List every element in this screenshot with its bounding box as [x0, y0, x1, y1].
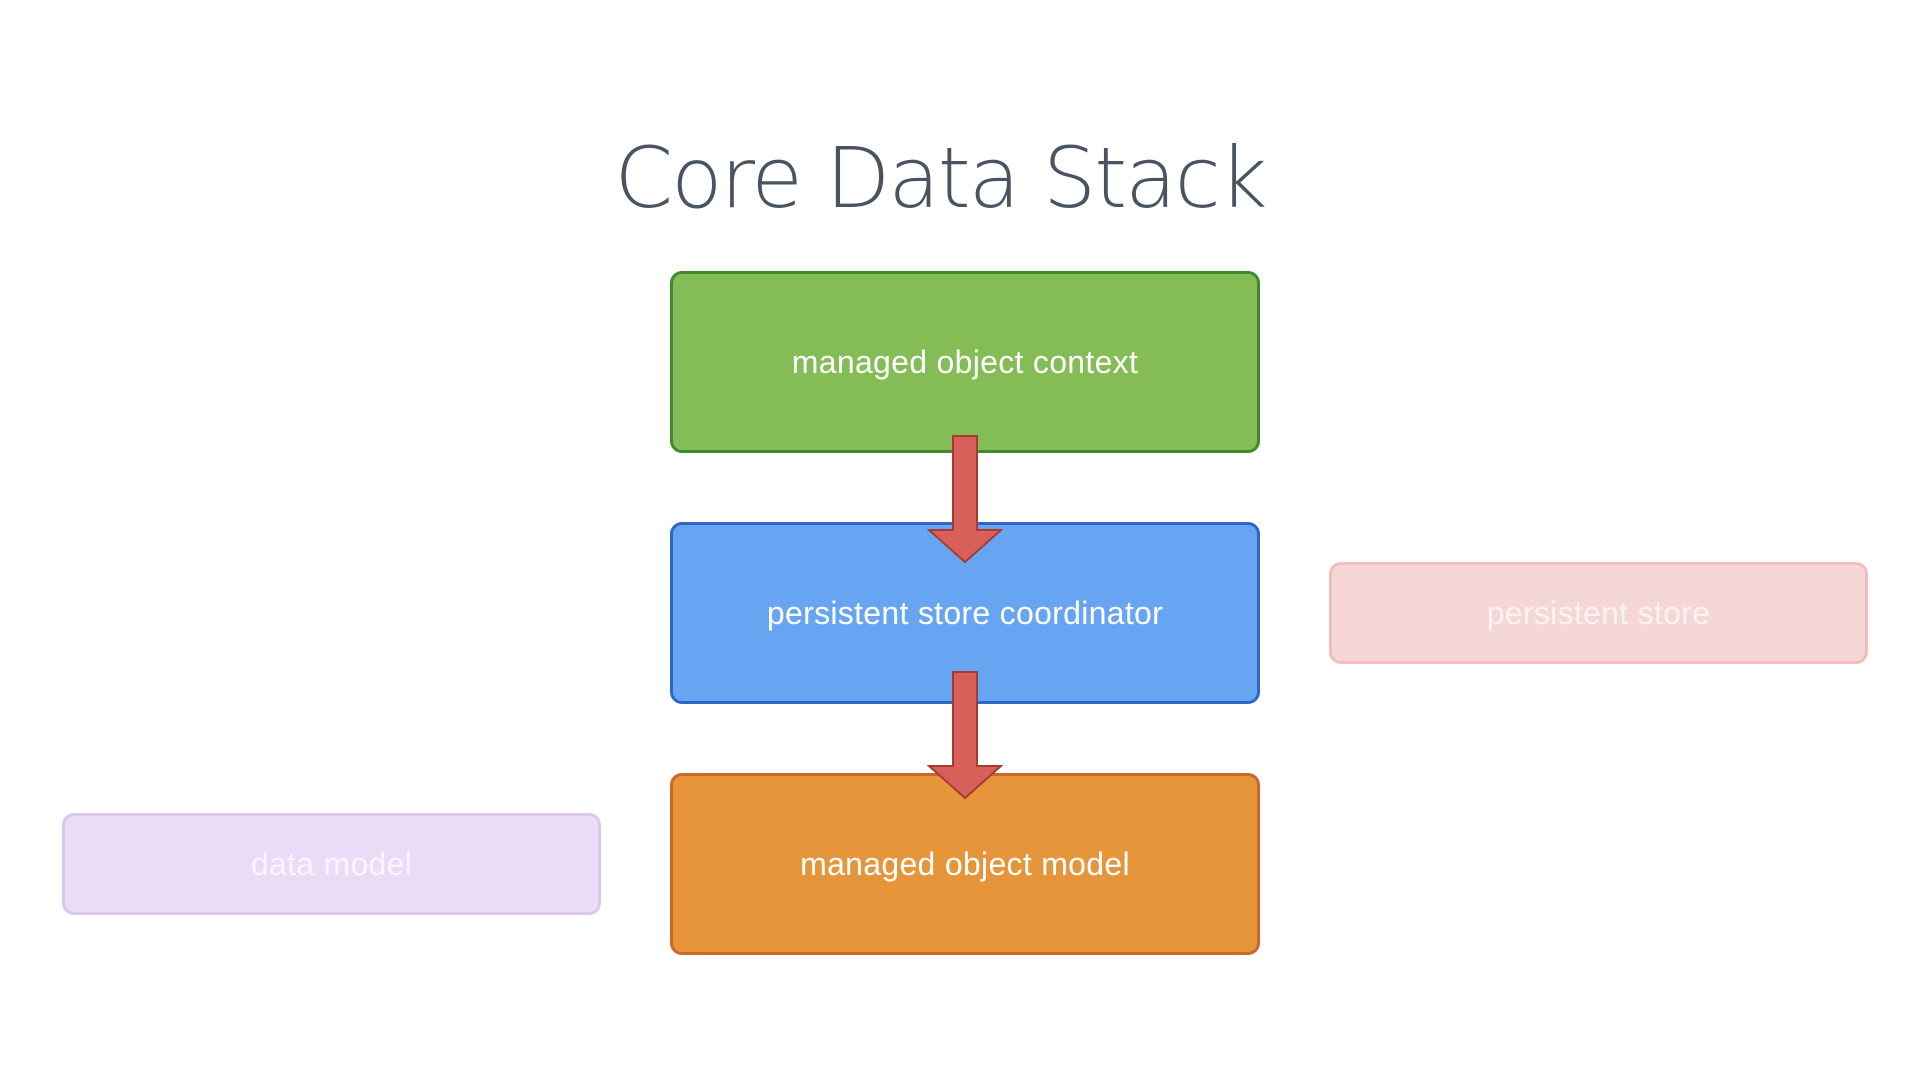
data-model-box: data model	[62, 813, 601, 915]
down-arrow-icon	[927, 671, 1003, 800]
managed-object-model-box: managed object model	[670, 773, 1260, 955]
managed-object-context-label: managed object context	[791, 343, 1139, 380]
arrow-shape	[927, 435, 1003, 564]
persistent-store-label: persistent store	[1486, 594, 1711, 631]
data-model-label: data model	[250, 845, 413, 882]
down-arrow-icon	[927, 435, 1003, 564]
managed-object-model-label: managed object model	[800, 845, 1130, 882]
persistent-store-coordinator-label: persistent store coordinator	[766, 594, 1164, 631]
managed-object-context-box: managed object context	[670, 271, 1260, 453]
slide-title: Core Data Stack	[614, 129, 1268, 227]
arrow-shape	[927, 671, 1003, 800]
persistent-store-box: persistent store	[1329, 562, 1868, 664]
